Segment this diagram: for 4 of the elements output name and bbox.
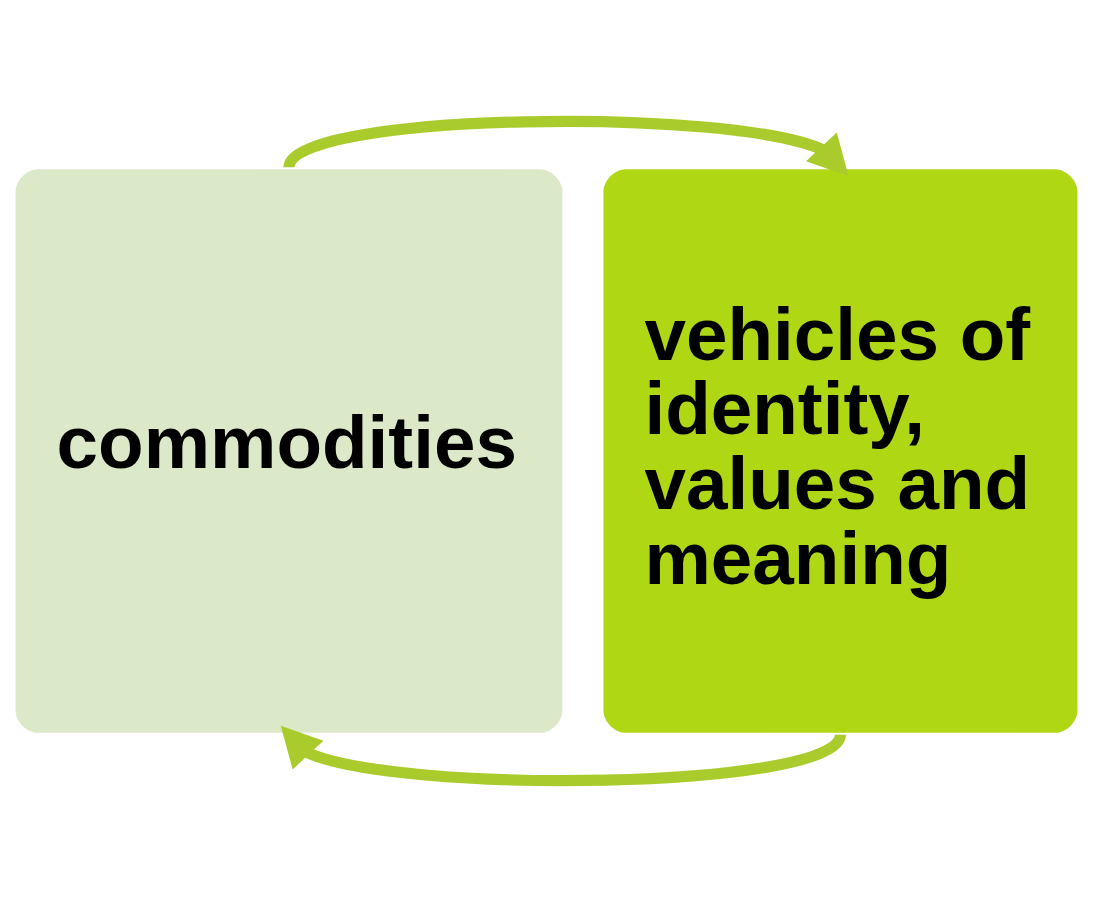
arrow [284, 115, 849, 176]
arrow [280, 725, 846, 786]
node-box: commodities [15, 168, 563, 733]
node-box: vehicles of identity, values and meaning [603, 168, 1078, 733]
